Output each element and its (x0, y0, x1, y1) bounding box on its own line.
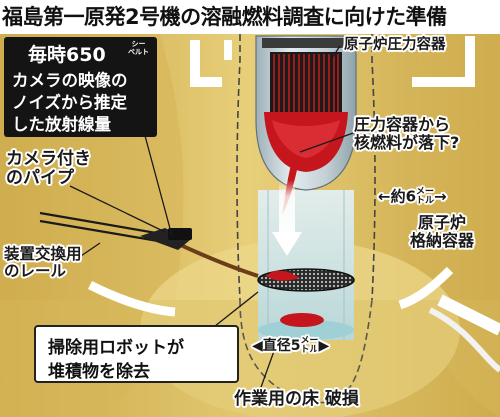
fuel-fall-label: 圧力容器から 核燃料が落下? (354, 116, 459, 152)
sievert-unit-bottom: ベルト (128, 48, 149, 56)
width-prefix: ←約6 (378, 187, 417, 206)
containment-line-2: 格納容器 (410, 230, 475, 250)
containment-line-1: 原子炉 (418, 213, 467, 232)
leader-lines (69, 45, 357, 391)
robot-line-2: 堆積物を除去 (48, 362, 150, 382)
fuel-fall-line-1: 圧力容器から (354, 115, 451, 134)
camera-pipe-line-1: カメラ付き (6, 149, 91, 169)
callout-line-2: カメラの映像の (12, 71, 128, 90)
diameter-unit-bottom: トル (300, 345, 319, 355)
page-title: 福島第一原発2号機の溶融燃料調査に向けた準備 (0, 0, 500, 34)
falling-arrow (272, 180, 302, 256)
floor-damage-label: 作業用の床 破損 (234, 389, 359, 409)
width-arrow: → (434, 187, 447, 206)
rail-label: 装置交換用 のレール (4, 245, 82, 281)
camera-pipe-label: カメラ付き のパイプ (6, 149, 91, 189)
containment-width-label: ←約6メートル→ (378, 188, 447, 206)
callout-line-3: ノイズから推定 (12, 93, 128, 112)
width-unit-bottom: トル (416, 196, 435, 206)
robot-line-1: 掃除用ロボットが (48, 338, 184, 358)
camera-pipe-line-2: のパイプ (6, 168, 74, 189)
callout-line-4: した放射線量 (12, 115, 111, 134)
pressure-vessel-label: 原子炉圧力容器 (344, 37, 446, 53)
pedestal-cylinder (258, 190, 354, 340)
width-unit-top: メー (416, 187, 435, 197)
fuel-rods (270, 52, 342, 114)
width-unit: メートル (416, 188, 434, 206)
rail-line-1: 装置交換用 (4, 245, 82, 263)
dose-rate-value: 毎時650 (28, 44, 106, 66)
robot-callout-box: 掃除用ロボットが 堆積物を除去 (34, 325, 239, 383)
diameter-label: ◀直径5メートル▶ (252, 337, 329, 355)
sievert-unit-top: シー (131, 40, 146, 48)
radiation-callout: 毎時650 シー ベルト カメラの映像の ノイズから推定 した放射線量 (4, 37, 157, 137)
diameter-unit: メートル (301, 337, 319, 355)
work-floor-grate (257, 268, 355, 292)
diameter-prefix: ◀直径5 (252, 338, 301, 354)
fuel-fall-line-2: 核燃料が落下? (354, 132, 460, 152)
diameter-arrow: ▶ (318, 338, 330, 354)
rail-line-2: のレール (4, 262, 67, 281)
diameter-unit-top: メー (300, 336, 319, 346)
pressure-vessel (255, 35, 357, 191)
fuel-debris (280, 313, 324, 327)
rail-and-pipe (39, 211, 259, 278)
containment-vessel-label: 原子炉 格納容器 (410, 214, 474, 250)
camera-icon (168, 228, 192, 240)
sievert-unit: シー ベルト (128, 40, 149, 56)
